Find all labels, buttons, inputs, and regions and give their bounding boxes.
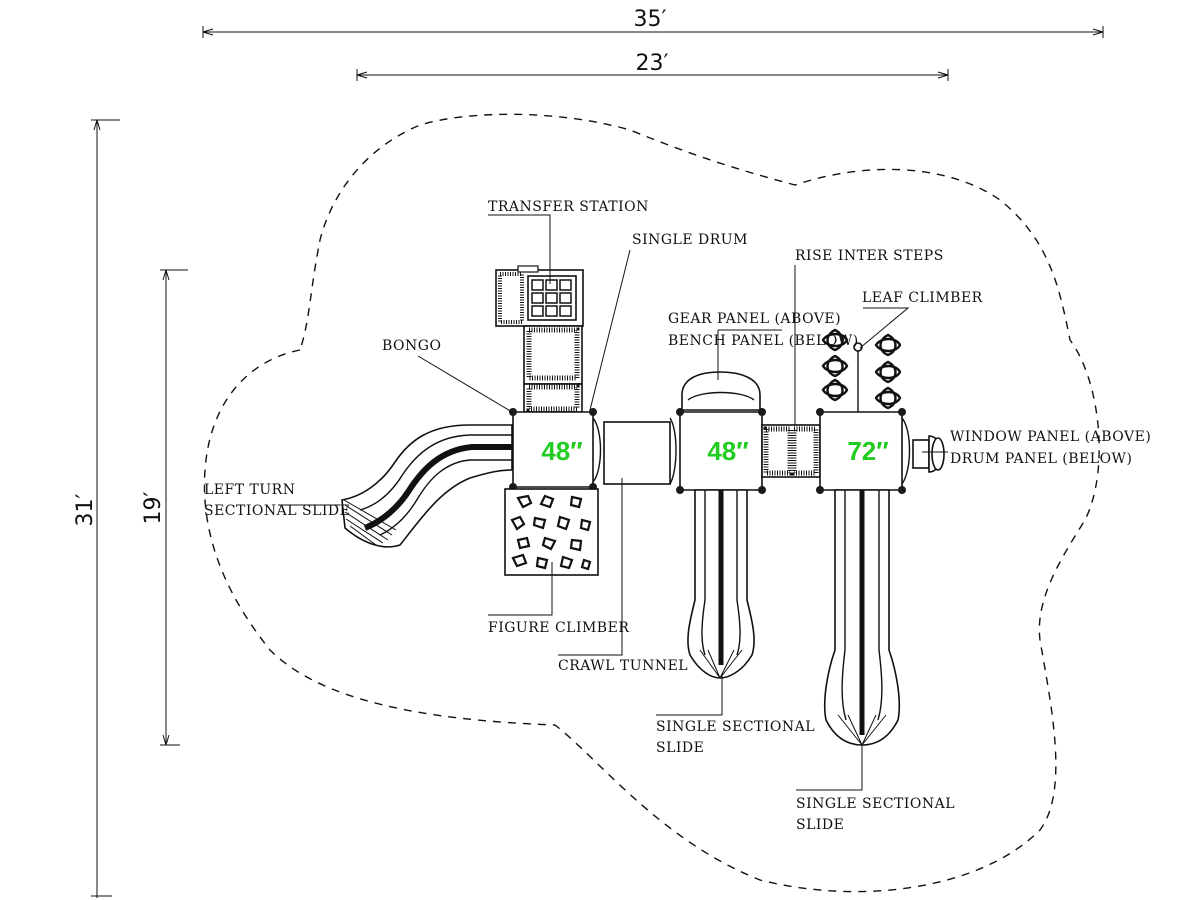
label-figure-climber: FIGURE CLIMBER xyxy=(488,620,629,636)
dimension-23ft: 23′ xyxy=(356,51,949,81)
dimension-31ft: 31′ xyxy=(73,119,120,898)
callout-labels: TRANSFER STATION SINGLE DRUM RISE INTER … xyxy=(204,199,1151,833)
use-zone-outline xyxy=(203,113,1100,893)
label-left-turn-1: LEFT TURN xyxy=(204,482,295,498)
label-bench-panel: BENCH PANEL (BELOW) xyxy=(668,333,859,349)
label-window-panel: WINDOW PANEL (ABOVE) xyxy=(950,429,1151,445)
label-bongo: BONGO xyxy=(382,338,441,354)
crawl-tunnel xyxy=(603,417,677,485)
dim-35-label: 35′ xyxy=(634,7,667,32)
leaf-climber xyxy=(821,328,902,412)
deck-2-height: 48″ xyxy=(707,436,748,466)
label-leaf-climber: LEAF CLIMBER xyxy=(862,290,983,306)
deck-2: 48″ xyxy=(676,371,766,494)
single-sectional-slide-a xyxy=(687,489,755,679)
figure-climber xyxy=(504,488,599,576)
label-crawl-tunnel: CRAWL TUNNEL xyxy=(558,658,688,674)
label-gear-panel: GEAR PANEL (ABOVE) xyxy=(668,311,841,327)
label-transfer-station: TRANSFER STATION xyxy=(488,199,649,215)
label-single-drum: SINGLE DRUM xyxy=(632,232,748,248)
dimension-19ft: 19′ xyxy=(141,269,188,746)
deck-3-height: 72″ xyxy=(847,436,888,466)
drum-panel xyxy=(912,435,945,473)
label-single-sectional-a-2: SLIDE xyxy=(656,740,704,756)
label-rise-inter-steps: RISE INTER STEPS xyxy=(795,248,944,264)
label-left-turn-2: SECTIONAL SLIDE xyxy=(204,503,350,519)
dimension-35ft: 35′ xyxy=(202,7,1104,38)
deck-3: 72″ xyxy=(816,408,911,494)
label-single-sectional-a-1: SINGLE SECTIONAL xyxy=(656,719,815,735)
rise-inter-steps xyxy=(761,424,821,478)
dim-23-label: 23′ xyxy=(636,51,669,76)
label-single-sectional-b-2: SLIDE xyxy=(796,817,844,833)
deck-1-height: 48″ xyxy=(541,436,582,466)
single-sectional-slide-b xyxy=(823,489,901,746)
leader-lines xyxy=(278,214,948,791)
label-single-sectional-b-1: SINGLE SECTIONAL xyxy=(796,796,955,812)
dim-19-label: 19′ xyxy=(141,492,166,525)
transfer-station xyxy=(495,265,584,413)
label-drum-panel: DRUM PANEL (BELOW) xyxy=(950,451,1132,467)
dim-31-label: 31′ xyxy=(73,494,98,527)
deck-1: 48″ xyxy=(509,408,602,491)
left-turn-sectional-slide xyxy=(341,424,513,548)
